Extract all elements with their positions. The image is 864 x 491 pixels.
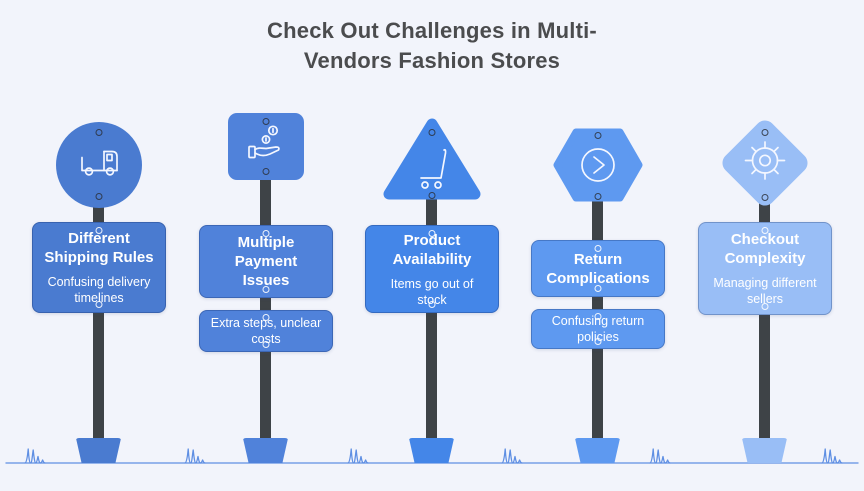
screw-icon	[95, 301, 103, 308]
screw-icon	[761, 129, 769, 136]
screw-icon	[428, 192, 436, 199]
circle-arrow-right-icon	[581, 148, 615, 182]
sign-subtitle: Confusing delivery timelines	[47, 275, 151, 305]
page-title: Check Out Challenges in Multi- Vendors F…	[0, 16, 864, 76]
sign-subboard: Extra steps, unclear costs	[199, 310, 333, 352]
screw-icon	[761, 303, 769, 310]
sign-subtitle: Extra steps, unclear costs	[210, 316, 322, 346]
delivery-truck-icon	[75, 143, 123, 188]
sign-subtitle: Managing different sellers	[713, 276, 817, 306]
signpost-base	[574, 438, 621, 463]
sign-title: Product Availability	[392, 231, 472, 268]
signpost-base	[242, 438, 289, 463]
screw-icon	[262, 341, 270, 348]
shopping-cart-icon	[420, 148, 447, 189]
page-title-line2: Vendors Fashion Stores	[303, 48, 561, 73]
sign-title: Return Complications	[546, 250, 650, 287]
screw-icon	[95, 227, 103, 234]
screw-icon	[594, 285, 602, 292]
screw-icon	[262, 118, 270, 125]
screw-icon	[594, 313, 602, 320]
sign-board: Checkout Complexity Managing different s…	[698, 222, 832, 315]
screw-icon	[594, 193, 602, 200]
screw-icon	[262, 286, 270, 293]
screw-icon	[761, 194, 769, 201]
sign-subboard: Confusing return policies	[531, 309, 665, 349]
screw-icon	[761, 227, 769, 234]
signpost-pole	[592, 150, 603, 445]
screw-icon	[95, 193, 103, 200]
screw-icon	[428, 129, 436, 136]
hand-receiving-coins-icon	[242, 121, 290, 172]
sign-board: Different Shipping Rules Confusing deliv…	[32, 222, 166, 313]
signpost-base	[741, 438, 788, 463]
screw-icon	[95, 129, 103, 136]
sign-board: Return Complications	[531, 240, 665, 297]
signpost-base	[75, 438, 122, 463]
ground-line	[5, 448, 859, 464]
sign-title: Different Shipping Rules	[44, 230, 154, 266]
diamond-sign	[718, 116, 812, 210]
screw-icon	[262, 230, 270, 237]
sign-board: Product Availability Items go out of sto…	[365, 225, 499, 313]
screw-icon	[594, 132, 602, 139]
sign-subtitle: Confusing return policies	[551, 314, 645, 344]
sign-title: Multiple Payment Issues	[234, 234, 298, 289]
triangle-sign	[381, 116, 483, 202]
hexagon-sign	[553, 127, 643, 203]
sign-subtitle: Items go out of stock	[390, 276, 474, 307]
screw-icon	[262, 168, 270, 175]
screw-icon	[428, 230, 436, 237]
page-title-line1: Check Out Challenges in Multi-	[267, 18, 597, 43]
screw-icon	[594, 245, 602, 252]
sun-wheel-icon	[742, 138, 788, 189]
screw-icon	[428, 301, 436, 308]
square-sign	[228, 113, 304, 180]
sign-title: Checkout Complexity	[724, 231, 806, 267]
circle-sign	[56, 122, 142, 208]
sign-board: Multiple Payment Issues	[199, 225, 333, 298]
screw-icon	[594, 338, 602, 345]
screw-icon	[262, 314, 270, 321]
signpost-base	[408, 438, 455, 463]
